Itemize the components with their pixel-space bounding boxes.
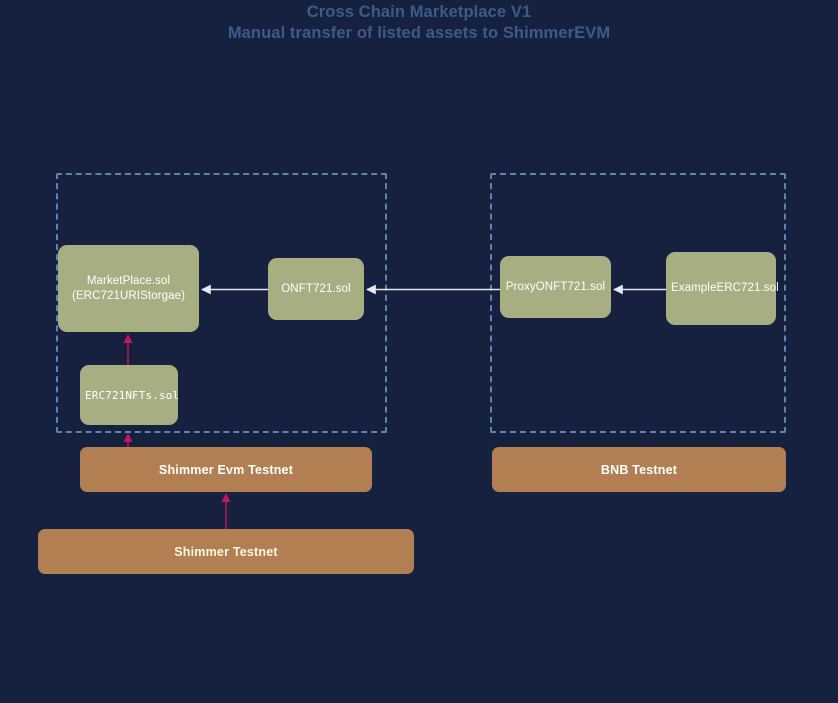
contract-node-erc721nfts-label: ERC721NFTs.sol xyxy=(85,388,180,402)
title-line-1: Cross Chain Marketplace V1 xyxy=(306,3,532,21)
network-node-shimmer-evm-testnet-label: Shimmer Evm Testnet xyxy=(158,462,294,477)
contract-node-proxyonft721-label: ProxyONFT721.sol xyxy=(505,280,606,293)
network-node-bnb-testnet[interactable]: BNB Testnet xyxy=(492,447,786,492)
group-boundary-shimmer-evm xyxy=(56,173,387,433)
group-boundary-bnb xyxy=(490,173,786,433)
contract-node-proxyonft721[interactable]: ProxyONFT721.sol xyxy=(500,256,611,318)
contract-node-exampleerc721[interactable]: ExampleERC721.sol xyxy=(666,252,779,325)
contract-node-marketplace-line1: MarketPlace.sol xyxy=(86,274,171,287)
contract-node-marketplace[interactable]: MarketPlace.sol (ERC721URIStorgae) xyxy=(58,245,199,332)
network-node-shimmer-testnet-label: Shimmer Testnet xyxy=(174,544,278,559)
title-line-2: Manual transfer of listed assets to Shim… xyxy=(227,24,611,42)
contract-node-exampleerc721-label: ExampleERC721.sol xyxy=(671,282,779,294)
contract-node-marketplace-label: MarketPlace.sol (ERC721URIStorgae) xyxy=(63,274,194,304)
contract-node-onft721[interactable]: ONFT721.sol xyxy=(268,258,364,320)
contract-node-onft721-label: ONFT721.sol xyxy=(281,282,351,295)
contract-node-erc721nfts[interactable]: ERC721NFTs.sol xyxy=(80,365,180,425)
network-node-shimmer-testnet[interactable]: Shimmer Testnet xyxy=(38,529,414,574)
network-node-bnb-testnet-label: BNB Testnet xyxy=(600,462,678,477)
contract-node-marketplace-line2: (ERC721URIStorgae) xyxy=(71,289,185,302)
diagram-title: Cross Chain Marketplace V1 Manual transf… xyxy=(0,0,838,44)
network-node-shimmer-evm-testnet[interactable]: Shimmer Evm Testnet xyxy=(80,447,372,492)
